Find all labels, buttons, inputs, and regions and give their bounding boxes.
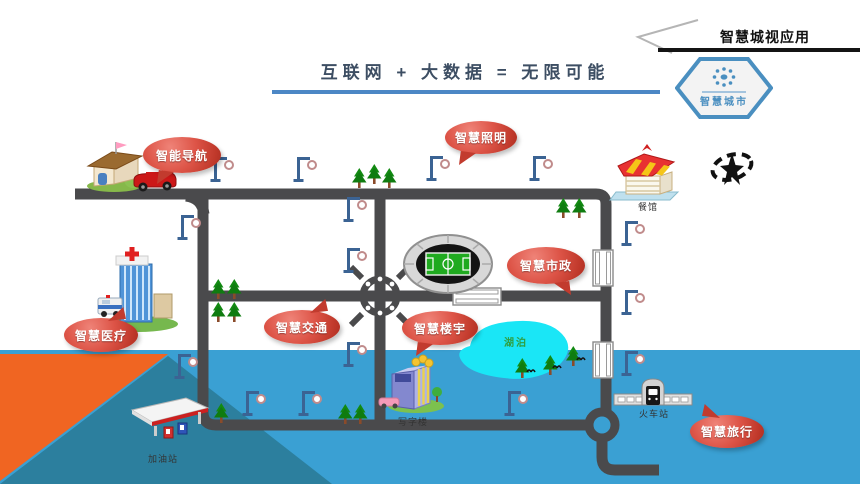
lake-shape [459,320,569,379]
callout-smart-medical: 智慧医疗 [64,307,138,352]
house-icon [86,142,144,192]
tree-icon [382,168,397,188]
train-station-icon [613,378,693,406]
smart-city-badge-icon [675,57,773,119]
callout-label: 智能导航 [155,148,208,163]
tree-icon [352,168,367,188]
callout-label: 智慧照明 [454,131,507,145]
office-building-label: 写字楼 [397,417,428,427]
street-light-icon [425,155,450,182]
callout-label: 智慧医疗 [74,328,127,343]
header-app-label: 智慧城视应用 [720,29,810,45]
street-light-icon [176,214,201,241]
bridge-icon [592,249,614,287]
banner-chevron-icon [635,19,860,54]
tree-icon [211,302,226,322]
tree-icon [227,302,242,322]
tree-icon [556,198,571,218]
callout-smart-travel: 智慧旅行 [690,404,764,448]
lake-label: 湖泊 [504,338,528,349]
stadium-icon [403,234,493,294]
bridge-icon [592,341,614,379]
office-building-icon [378,354,444,413]
street-light-icon [292,156,317,183]
callout-smart-municipal: 智慧市政 [507,247,585,295]
callout-label: 智慧旅行 [700,425,753,439]
street-light-icon [528,155,553,182]
street-light-icon [342,196,367,223]
tree-icon [367,164,382,184]
gas-station-label: 加油站 [147,454,178,464]
roundabout-icon [584,407,620,443]
train-station-label: 火车站 [638,409,669,419]
street-light-icon [620,220,645,247]
street-light-icon [620,289,645,316]
slide-title: 互联网 + 大数据 = 无限可能 [320,63,610,82]
restaurant-label: 餐馆 [637,202,658,212]
gas-station-icon [130,397,210,439]
callout-smart-traffic: 智慧交通 [264,299,340,344]
restaurant-icon [609,144,680,201]
callout-smart-building: 智慧楼宇 [402,311,478,356]
smart-city-badge-label: 智慧城市 [700,97,748,108]
compass-icon [710,152,754,185]
callout-label: 智慧市政 [519,259,572,273]
title-underline [272,90,660,94]
callout-label: 智慧楼宇 [413,321,466,336]
callout-smart-navigation: 智能导航 [143,137,221,184]
tree-icon [572,198,587,218]
callout-label: 智慧交通 [275,320,328,335]
interchange-icon [348,264,412,328]
callout-smart-lighting: 智慧照明 [445,121,517,165]
header-banner: 智慧城视应用 [628,14,860,56]
